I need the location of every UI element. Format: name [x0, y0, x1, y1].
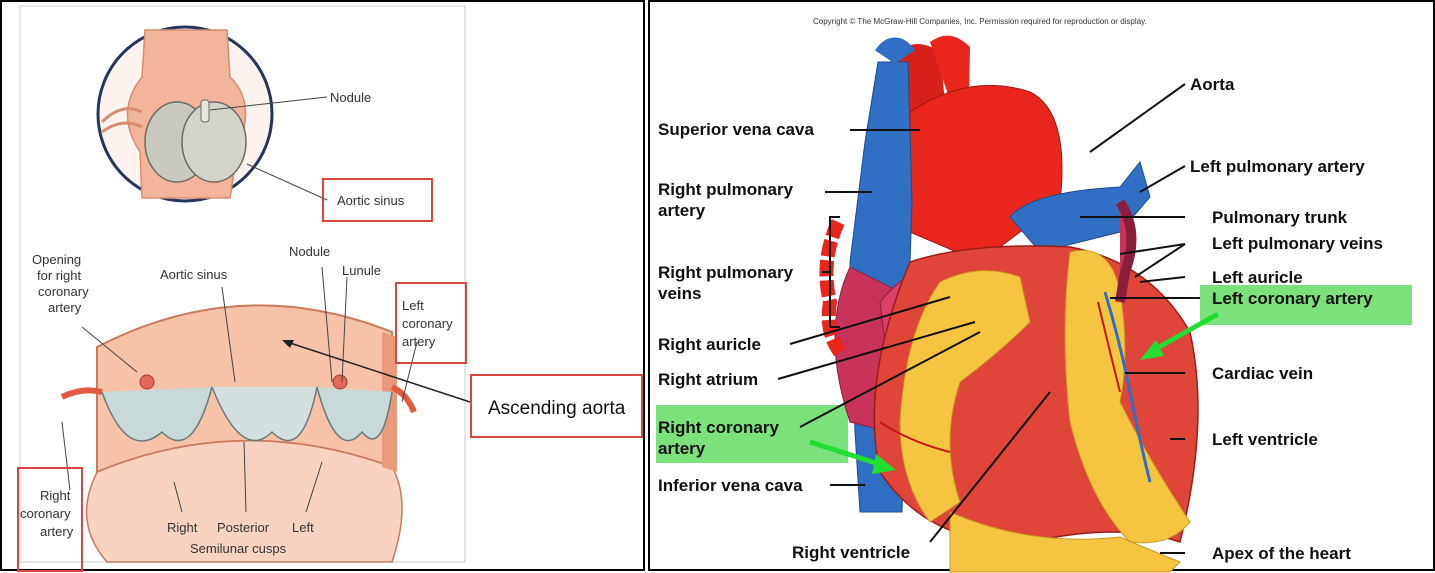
heart-anatomy-panel: Copyright © The McGraw-Hill Companies, I… — [648, 0, 1435, 571]
left-coronary-label-1: Left — [402, 298, 424, 313]
heart-illustration: Copyright © The McGraw-Hill Companies, I… — [650, 2, 1435, 573]
opening-label-2: for right — [37, 268, 81, 283]
cardiac-vein-label: Cardiac vein — [1212, 364, 1313, 383]
nodule-label-mid: Nodule — [289, 244, 330, 259]
lunule-label: Lunule — [342, 263, 381, 278]
cusp-left-label: Left — [292, 520, 314, 535]
aortic-sinus-label-mid: Aortic sinus — [160, 267, 228, 282]
pulmonary-trunk-label: Pulmonary trunk — [1212, 208, 1348, 227]
left-coronary-label-3: artery — [402, 334, 436, 349]
right-coronary-label-1: Right — [40, 488, 71, 503]
nodule-label-top: Nodule — [330, 90, 371, 105]
ascending-aorta-label: Ascending aorta — [488, 398, 626, 419]
left-coronary-artery-label: Left coronary artery — [1212, 289, 1373, 308]
aortic-valve-illustration: Nodule Aortic sinus Opening for right co… — [2, 2, 647, 573]
magnified-view — [98, 27, 272, 201]
heart-shape — [826, 36, 1198, 572]
right-coronary-label-2: coronary — [20, 506, 71, 521]
right-pulmonary-artery-label-2: artery — [658, 201, 706, 220]
right-pulmonary-artery-label-1: Right pulmonary — [658, 180, 794, 199]
opening-label-1: Opening — [32, 252, 81, 267]
right-coronary-artery-label-2: artery — [658, 439, 706, 458]
opening-label-3: coronary — [38, 284, 89, 299]
right-atrium-label: Right atrium — [658, 370, 758, 389]
superior-vena-cava-label: Superior vena cava — [658, 120, 814, 139]
left-pulmonary-artery-label: Left pulmonary artery — [1190, 157, 1365, 176]
right-ventricle-label: Right ventricle — [792, 543, 910, 562]
copyright-notice: Copyright © The McGraw-Hill Companies, I… — [813, 17, 1147, 26]
right-auricle-label: Right auricle — [658, 335, 761, 354]
aortic-valve-panel: Nodule Aortic sinus Opening for right co… — [0, 0, 645, 571]
cusp-posterior-label: Posterior — [217, 520, 270, 535]
right-coronary-artery-label-1: Right coronary — [658, 418, 779, 437]
right-coronary-label-3: artery — [40, 524, 74, 539]
left-coronary-label-2: coronary — [402, 316, 453, 331]
cusp-right-label: Right — [167, 520, 198, 535]
apex-label: Apex of the heart — [1212, 544, 1351, 563]
right-pulmonary-veins-label-1: Right pulmonary — [658, 263, 794, 282]
left-pulmonary-veins-label: Left pulmonary veins — [1212, 234, 1383, 253]
opening-label-4: artery — [48, 300, 82, 315]
aorta-label: Aorta — [1190, 75, 1235, 94]
inferior-vena-cava-label: Inferior vena cava — [658, 476, 803, 495]
left-ventricle-label: Left ventricle — [1212, 430, 1318, 449]
semilunar-cusps-label: Semilunar cusps — [190, 541, 287, 556]
left-auricle-label: Left auricle — [1212, 268, 1303, 287]
aortic-sinus-label-top: Aortic sinus — [337, 193, 405, 208]
right-pulmonary-veins-label-2: veins — [658, 284, 701, 303]
